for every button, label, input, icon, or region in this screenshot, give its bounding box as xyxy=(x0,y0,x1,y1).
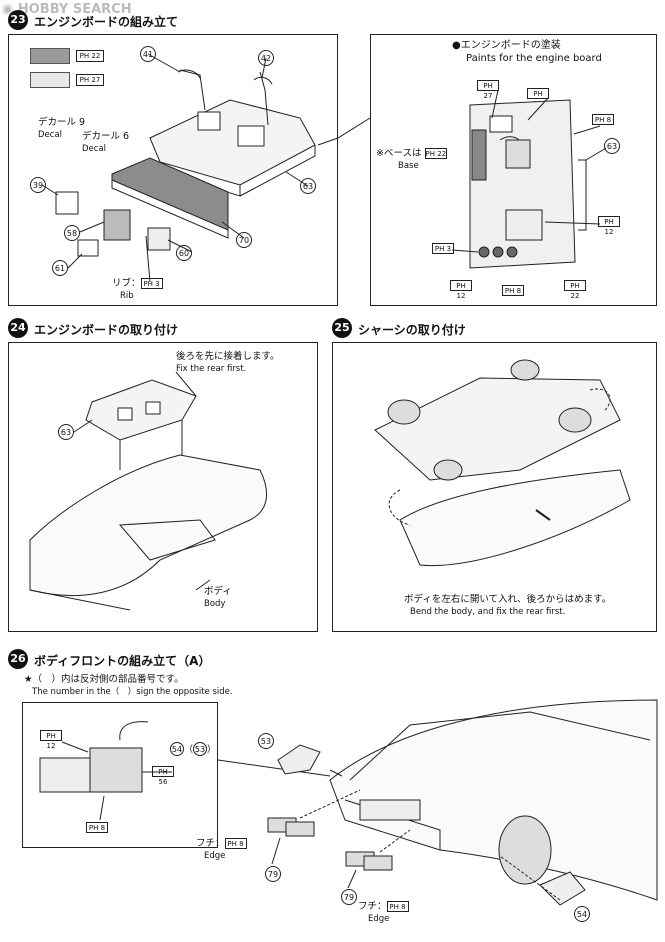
step-25-title: シャーシの取り付け xyxy=(358,323,466,337)
body-label-en: Body xyxy=(204,599,226,609)
paint-title: ●エンジンボードの塗装 xyxy=(452,40,561,51)
ph-code: 27 xyxy=(91,76,101,84)
part-79: 79 xyxy=(341,889,357,905)
decal-9-label: デカール 9 xyxy=(38,117,86,128)
step-23-drawing xyxy=(41,53,371,283)
paint-code: PH 8 xyxy=(502,285,524,296)
step-25-frame xyxy=(332,342,657,632)
step-26-title: ボディフロントの組み立て（A） xyxy=(34,654,211,668)
decal-6-label: デカール 6 xyxy=(82,131,130,142)
part-58: 58 xyxy=(64,225,80,241)
step-23-frame xyxy=(8,34,338,306)
paint-part-63: 63 xyxy=(604,138,620,154)
paint-code-27: PH 27 xyxy=(76,74,104,86)
paint-code: PH 12 xyxy=(598,216,620,236)
step-26-drawing xyxy=(39,699,658,906)
decal-6-en: Decal xyxy=(82,144,107,154)
body-label: ボディ xyxy=(204,586,232,597)
paint-board-drawing xyxy=(451,89,607,269)
step-24-number: 24 xyxy=(8,318,28,338)
step-25-note: ボディを左右に開いて入れ、後ろからはめます。 xyxy=(404,594,612,605)
edge-label-top-en: Edge xyxy=(204,851,226,861)
edge-label-top: フチ：PH 8 xyxy=(196,838,247,850)
paint-code: PH 12 xyxy=(450,280,472,300)
part-63: 63 xyxy=(58,424,74,440)
part-53: 53 xyxy=(258,733,274,749)
part-60: 60 xyxy=(176,245,192,261)
step-26-inset-frame xyxy=(22,702,218,848)
rib-en: Rib xyxy=(120,291,134,301)
paint-base-en: Base xyxy=(398,161,419,171)
color-swatch-light xyxy=(30,72,70,88)
paint-base-note: ※ベースは PH 22 xyxy=(376,148,447,159)
part-39: 39 xyxy=(30,177,46,193)
inset-part-number: 54（53） xyxy=(170,742,216,756)
part-61: 61 xyxy=(52,260,68,276)
rib-label: リブ：PH 3 xyxy=(112,278,163,290)
paint-code-22: PH 22 xyxy=(76,50,104,62)
part-79: 79 xyxy=(265,866,281,882)
brand-logo-icon: ◉ xyxy=(2,2,14,17)
ph-label: PH xyxy=(79,76,90,84)
step-24-note-en: Fix the rear first. xyxy=(176,364,247,374)
brand-logo: ◉ HOBBY SEARCH xyxy=(2,2,132,17)
part-54: 54 xyxy=(574,906,590,922)
step-25-drawing xyxy=(374,359,631,567)
step-24-drawing xyxy=(29,371,268,611)
step-26-note: ★（ ）内は反対側の部品番号です。 xyxy=(24,674,184,685)
ph-label: PH xyxy=(79,52,90,60)
step-26-note-en: The number in the（ ）sign the opposite si… xyxy=(32,687,233,697)
brand-name: HOBBY SEARCH xyxy=(17,2,132,17)
paint-code: PH 3 xyxy=(432,243,454,254)
paint-code: PH 27 xyxy=(477,80,499,100)
edge-label-bottom: フチ：PH 8 xyxy=(358,901,409,913)
ph-code: 22 xyxy=(91,52,101,60)
step-25-note-en: Bend the body, and fix the rear first. xyxy=(410,607,566,617)
step-23-number: 23 xyxy=(8,10,28,30)
color-swatch-dark xyxy=(30,48,70,64)
step-24-frame xyxy=(8,342,318,632)
step-24-note: 後ろを先に接着します。 xyxy=(176,351,280,362)
step-26-number: 26 xyxy=(8,649,28,669)
step-23-paint-frame xyxy=(370,34,657,306)
paint-code: PH 22 xyxy=(564,280,586,300)
paint-title-en: Paints for the engine board xyxy=(466,53,602,64)
inset-paint-code: PH 12 xyxy=(40,730,62,750)
inset-paint-code: PH 8 xyxy=(86,822,108,833)
part-70: 70 xyxy=(236,232,252,248)
step-23-title: エンジンボードの組み立て xyxy=(34,15,179,29)
edge-label-bottom-en: Edge xyxy=(368,914,390,924)
decal-9-en: Decal xyxy=(38,130,63,140)
step-24-title: エンジンボードの取り付け xyxy=(34,323,179,337)
paint-code: PH 8 xyxy=(592,114,614,125)
step-25-number: 25 xyxy=(332,318,352,338)
